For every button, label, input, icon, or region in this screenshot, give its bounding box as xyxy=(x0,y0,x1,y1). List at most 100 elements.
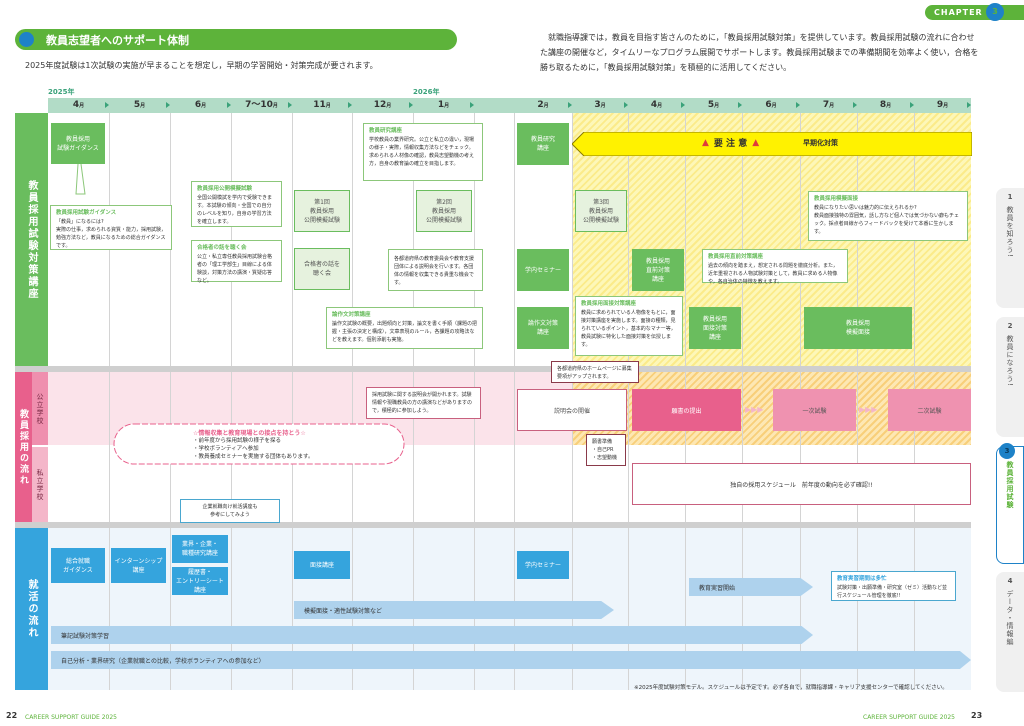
side-tab-1[interactable]: 1 教員を知ろう! xyxy=(996,188,1024,308)
grid-line xyxy=(800,528,801,690)
guidance-box[interactable]: 教員採用 試験ガイダンス xyxy=(51,123,105,164)
section-label-recruit-flow: 教員採用の流れ xyxy=(15,372,32,522)
warning-label: 要 注 意 xyxy=(713,139,748,149)
cloud-items: ・前年度から採用試験の様子を探る ・学校ボランティアへ参加 ・教員養成セミナーを… xyxy=(193,438,314,460)
grid-line xyxy=(474,372,475,522)
seminar-box[interactable]: 学内セミナー xyxy=(517,249,569,291)
grid-line xyxy=(742,372,743,522)
industry-research-box[interactable]: 業界・企業・ 職種研究講座 xyxy=(172,535,228,563)
section-label-job-hunting: 就活の流れ xyxy=(15,528,48,690)
month-arrow-icon xyxy=(910,102,914,108)
mock-exam-2-box[interactable]: 第2回 教員採用 公開模擬試験 xyxy=(416,190,472,232)
grid-line xyxy=(628,528,629,690)
grid-line xyxy=(800,372,801,522)
month-arrow-icon xyxy=(348,102,352,108)
side-tab-2[interactable]: 2 教員になろう! xyxy=(996,317,1024,437)
month-arrow-icon xyxy=(288,102,292,108)
note-title: 論作文対策講座 xyxy=(332,312,371,318)
private-schedule-box[interactable]: 独自の採用スケジュール 前年度の動向を必ず確認!! xyxy=(632,463,971,505)
month-label: 5月 xyxy=(707,100,720,110)
side-tab-4[interactable]: 4 データ・情報編 xyxy=(996,572,1024,692)
briefing-note: 採用試験に関する説明会が開かれます。試験情報や現職教員の方の講演などがありますの… xyxy=(366,387,481,419)
lead-text: 2025年度試験は1次試験の実施が早まることを想定し，早期の学習開始・対策完成が… xyxy=(25,61,378,70)
talk-note: 合格者の話を聴く会公立・私立専任教員採用試験合格者の「理工学部生」目線による体験… xyxy=(191,240,282,284)
month-label: 4月 xyxy=(72,100,85,110)
page-number-right: 23 xyxy=(971,711,983,720)
guide-name-left: CAREER SUPPORT GUIDE 2025 xyxy=(25,714,117,721)
grid-line xyxy=(292,528,293,690)
month-arrow-icon xyxy=(568,102,572,108)
section-divider xyxy=(15,522,971,528)
grid-line xyxy=(109,372,110,522)
guidance-note: 教員採用試験ガイダンス「教員」になるには? 実際の仕事，求められる資質・能力，採… xyxy=(50,205,172,250)
month-label: 6月 xyxy=(765,100,777,110)
grid-line xyxy=(413,113,414,366)
briefing-box[interactable]: 説明会の開催 xyxy=(517,389,627,431)
month-arrow-icon xyxy=(470,102,474,108)
month-arrow-icon xyxy=(227,102,231,108)
note-body: 各都道府県の教育委員会や教育支援団体による説明会を行います。各団体の情報を収集で… xyxy=(394,256,475,286)
note-body: 論作文試験の概要，出題傾向と対策，論文を書く手順（課題の把握・主張の決定と構成）… xyxy=(332,321,478,343)
bullet-icon xyxy=(19,32,34,47)
homepage-note: 各都道府県のホームページに募集要項がアップされます。 xyxy=(551,361,639,383)
final-prep-note: 教員採用直前対策講座過去の傾向を踏まえ，想定される問題を徹底分析。また，近年重視… xyxy=(702,249,848,285)
tab-label: データ・情報編 xyxy=(1006,590,1014,646)
note-body: 企業就職向け就活講座も 参考にしてみよう xyxy=(202,504,258,518)
month-arrow-icon xyxy=(796,102,800,108)
callout-connector xyxy=(75,164,86,195)
grid-line xyxy=(572,372,573,522)
resume-box[interactable]: 履歴書・ エントリーシート 講座 xyxy=(172,567,228,595)
first-exam-box[interactable]: 一次試験 xyxy=(773,389,856,431)
mock-interview-box[interactable]: 教員採用 模擬面接 xyxy=(804,307,912,349)
note-body: 公立・私立専任教員採用試験合格者の「理工学部生」目線による体験談，対策方法の講演… xyxy=(197,254,273,284)
grid-line xyxy=(742,113,743,366)
note-body: 試験対策・出願準備・研究室（ゼミ）活動など並行スケジュール管理を徹底!! xyxy=(837,585,948,599)
final-prep-box[interactable]: 教員採用 直前対策 講座 xyxy=(632,249,684,291)
interview-note: 教員採用面接対策講座教員に求められている人物像をもとに，面接対策講座を実施します… xyxy=(575,296,683,356)
mock-exam-3-box[interactable]: 第3回 教員採用 公開模擬試験 xyxy=(575,190,627,232)
note-body: 各都道府県のホームページに募集要項がアップされます。 xyxy=(557,366,632,380)
internship-box[interactable]: インターンシップ 講座 xyxy=(111,548,166,583)
corp-guidance-note: 企業就職向け就活講座も 参考にしてみよう xyxy=(180,499,280,523)
mock-exam-1-box[interactable]: 第1回 教員採用 公開模擬試験 xyxy=(294,190,350,232)
grid-line xyxy=(685,372,686,522)
tab-number-active: 3 xyxy=(999,443,1015,459)
month-label: 9月 xyxy=(936,100,949,110)
flow-arrows-icon: ▶▶▶ xyxy=(859,405,878,414)
second-exam-box[interactable]: 二次試験 xyxy=(888,389,971,431)
page-title: 教員志望者へのサポート体制 xyxy=(46,34,189,47)
research-box[interactable]: 教員研究 講座 xyxy=(517,123,569,165)
side-tab-3-active[interactable]: 教員採用試験 xyxy=(996,446,1024,564)
grid-line xyxy=(628,372,629,522)
interview-box[interactable]: 教員採用 面接対策 講座 xyxy=(689,307,741,349)
footnote: ※2025年度試験対策モデル。スケジュールは予定です。必ず各自で，就職指導課・キ… xyxy=(634,685,948,691)
note-body: 採用試験に関する説明会が開かれます。試験情報や現職教員の方の講演などがありますの… xyxy=(372,392,473,414)
application-box[interactable]: 願書の提出 xyxy=(632,389,741,431)
month-arrow-icon xyxy=(967,102,971,108)
warning-label-group: ▲ 要 注 意 ▲ xyxy=(702,136,760,150)
month-label: 4月 xyxy=(650,100,663,110)
note-body: 全国公開模試を学内で受験できます。本試験の傾向・全国での自分のレベルを知り，自身… xyxy=(197,195,273,225)
note-body: 学校教員の業界研究。公立と私立の違い，現場の様子・実際，情報収集方法などをチェッ… xyxy=(369,137,475,167)
month-label: 3月 xyxy=(594,100,606,110)
year-label-2026: 2026年 xyxy=(413,88,440,96)
grid-line xyxy=(109,528,110,690)
warning-icon: ▲ xyxy=(752,137,760,148)
essay-box[interactable]: 論作文対策 講座 xyxy=(517,307,569,349)
tab-number: 4 xyxy=(1007,577,1013,585)
warning-sub: 早期化対策 xyxy=(803,139,838,147)
note-title: 合格者の話を聴く会 xyxy=(197,245,247,251)
section-label-exam-prep: 教員採用試験対策講座 xyxy=(15,113,48,366)
mock-exam-note: 教員採用公開模擬試験全国公開模試を学内で受験できます。本試験の傾向・全国での自分… xyxy=(191,181,282,227)
talk-box[interactable]: 合格者の話を 聴く会 xyxy=(294,248,350,290)
month-label: 11月 xyxy=(313,100,331,110)
month-arrow-icon xyxy=(681,102,685,108)
month-arrow-icon xyxy=(853,102,857,108)
interview-course-box[interactable]: 面接講座 xyxy=(294,551,350,579)
note-title: 教員採用試験ガイダンス xyxy=(56,210,117,216)
note-title: 教育実習期間は多忙 xyxy=(837,576,887,582)
general-guidance-box[interactable]: 総合就職 ガイダンス xyxy=(51,548,105,583)
written-exam-bar: 筆記試験対策学習 xyxy=(51,626,813,644)
jobhunt-seminar-box[interactable]: 学内セミナー xyxy=(517,551,569,579)
grid-line xyxy=(170,528,171,690)
